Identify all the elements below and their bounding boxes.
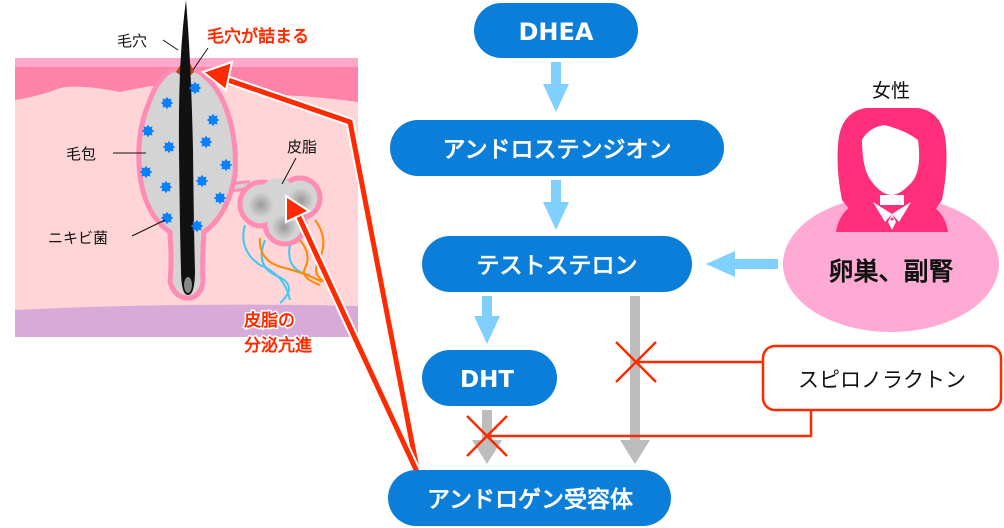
- arrow-testo-to-dht: [482, 296, 492, 318]
- arrow-dhea-to-andro: [551, 62, 561, 84]
- skin-cross-section: 毛穴 毛穴が詰まる 毛包 ニキビ菌 皮脂 皮脂の 分泌亢進: [15, 0, 358, 358]
- pathway-arrows: [472, 62, 778, 464]
- node-androstenedione-label: アンドロステンジオン: [442, 137, 671, 163]
- pore-clogged-label: 毛穴が詰まる: [207, 26, 309, 47]
- arrow-head-dht-to-receptor: [472, 440, 502, 464]
- node-dhea: DHEA: [474, 3, 638, 58]
- woman-icon: [836, 108, 948, 232]
- arrow-dht-to-receptor: [482, 410, 492, 440]
- node-androgen-receptor-label: アンドロゲン受容体: [427, 486, 634, 513]
- follicle-label: 毛包: [66, 145, 96, 163]
- arrow-head-organs-to-testo: [706, 251, 735, 277]
- sebum-label: 皮脂: [287, 138, 317, 156]
- clogged-leader-line: [192, 47, 209, 71]
- node-androstenedione: アンドロステンジオン: [390, 120, 724, 176]
- hair-bulb: [184, 277, 192, 293]
- blood-vessels: [242, 219, 326, 304]
- sebum-increase-label-line2: 分泌亢進: [244, 335, 312, 356]
- arrow-head-dhea-to-andro: [543, 84, 569, 112]
- arrow-head-sebum: [285, 194, 312, 224]
- node-testosterone-label: テストステロン: [477, 253, 638, 279]
- block-x-testo-b: [615, 341, 657, 383]
- arrow-head-testo-to-dht: [474, 316, 500, 344]
- pore-label: 毛穴: [117, 32, 147, 50]
- arrow-head-testo-to-receptor: [620, 440, 650, 464]
- arrow-andro-to-testo: [551, 180, 561, 202]
- arrow-head-andro-to-testo: [543, 202, 569, 230]
- inhibitor-label: スピロノラクトン: [798, 368, 966, 392]
- node-dht-label: DHT: [460, 367, 514, 393]
- node-dhea-label: DHEA: [519, 18, 594, 46]
- arrow-head-pore: [200, 60, 234, 92]
- arrow-testo-to-receptor: [630, 296, 640, 440]
- female-source: 女性 卵巣、副腎: [783, 80, 999, 332]
- sebum-increase-label-line1: 皮脂の: [244, 310, 295, 331]
- acne-bacteria-label: ニキビ菌: [48, 229, 108, 247]
- node-dht: DHT: [422, 350, 557, 406]
- inhibition-lines: [466, 341, 813, 457]
- arrow-to-pore: [221, 75, 421, 475]
- arrow-organs-to-testo: [732, 259, 778, 269]
- hair-follicle: [136, 0, 238, 301]
- female-label: 女性: [872, 80, 910, 102]
- inhibit-line-dht: [487, 410, 813, 438]
- bacteria-leader-line: [131, 219, 166, 237]
- effect-arrows: [200, 60, 423, 476]
- pore-leader-line: [162, 39, 179, 51]
- sebum-leader-line: [281, 157, 297, 185]
- node-testosterone: テストステロン: [422, 236, 692, 292]
- node-androgen-receptor: アンドロゲン受容体: [388, 470, 671, 526]
- block-x-dht-b: [466, 415, 508, 457]
- skin-bottom-layer: [15, 304, 358, 337]
- inhibitor-box: スピロノラクトン: [761, 344, 1003, 412]
- hair-shaft: [178, 0, 195, 295]
- arrow-to-sebum: [295, 213, 421, 476]
- organs-label: 卵巣、副腎: [828, 257, 953, 286]
